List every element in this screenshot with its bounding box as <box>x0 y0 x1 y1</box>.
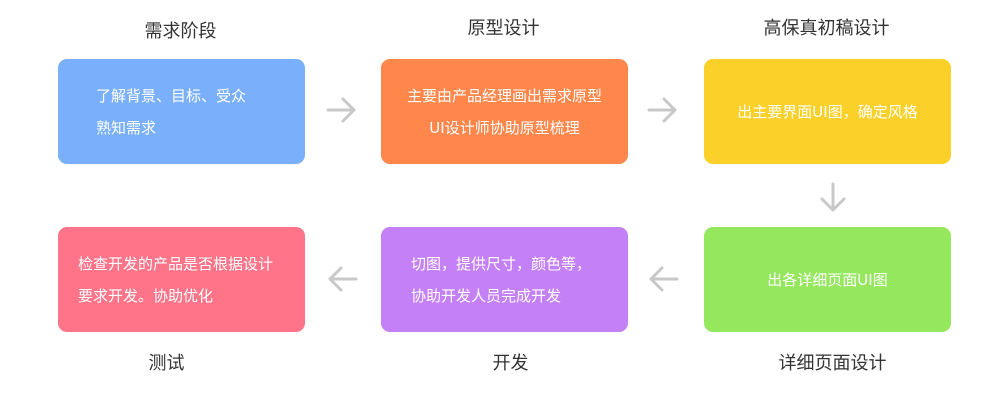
stage-box-development: 切图，提供尺寸，颜色等， 协助开发人员完成开发 <box>381 227 628 332</box>
stage-title-prototype: 原型设计 <box>467 18 540 39</box>
arrow-down-icon <box>820 182 846 212</box>
arrow-right-icon <box>326 97 356 123</box>
stage-box-requirement: 了解背景、目标、受众 熟知需求 <box>58 59 305 164</box>
stage-title-initial-design: 高保真初稿设计 <box>763 18 890 39</box>
stage-text-testing-2: 要求开发。协助优化 <box>78 286 214 305</box>
stage-box-initial-design: 出主要界面UI图，确定风格 <box>704 59 951 164</box>
stage-box-testing: 检查开发的产品是否根据设计 要求开发。协助优化 <box>58 227 305 332</box>
stage-text-development-1: 切图，提供尺寸，颜色等， <box>411 254 592 273</box>
stage-title-requirement: 需求阶段 <box>144 21 217 42</box>
stage-text-requirement-2: 熟知需求 <box>96 118 157 137</box>
stage-box-detail-design: 出各详细页面UI图 <box>704 227 951 332</box>
stage-title-development: 开发 <box>492 353 529 374</box>
arrow-left-icon <box>649 266 679 292</box>
stage-text-initial-design-1: 出主要界面UI图，确定风格 <box>737 102 918 121</box>
stage-text-requirement-1: 了解背景、目标、受众 <box>96 86 247 105</box>
stage-text-prototype-1: 主要由产品经理画出需求原型 <box>406 86 602 105</box>
arrow-left-icon <box>328 266 358 292</box>
stage-box-prototype: 主要由产品经理画出需求原型 UI设计师协助原型梳理 <box>381 59 628 164</box>
arrow-right-icon <box>647 97 677 123</box>
stage-text-detail-design-1: 出各详细页面UI图 <box>767 270 888 289</box>
stage-text-prototype-2: UI设计师协助原型梳理 <box>429 118 580 137</box>
stage-text-testing-1: 检查开发的产品是否根据设计 <box>78 254 274 273</box>
stage-title-testing: 测试 <box>148 353 185 374</box>
stage-text-development-2: 协助开发人员完成开发 <box>411 286 562 305</box>
stage-title-detail-design: 详细页面设计 <box>778 353 887 374</box>
